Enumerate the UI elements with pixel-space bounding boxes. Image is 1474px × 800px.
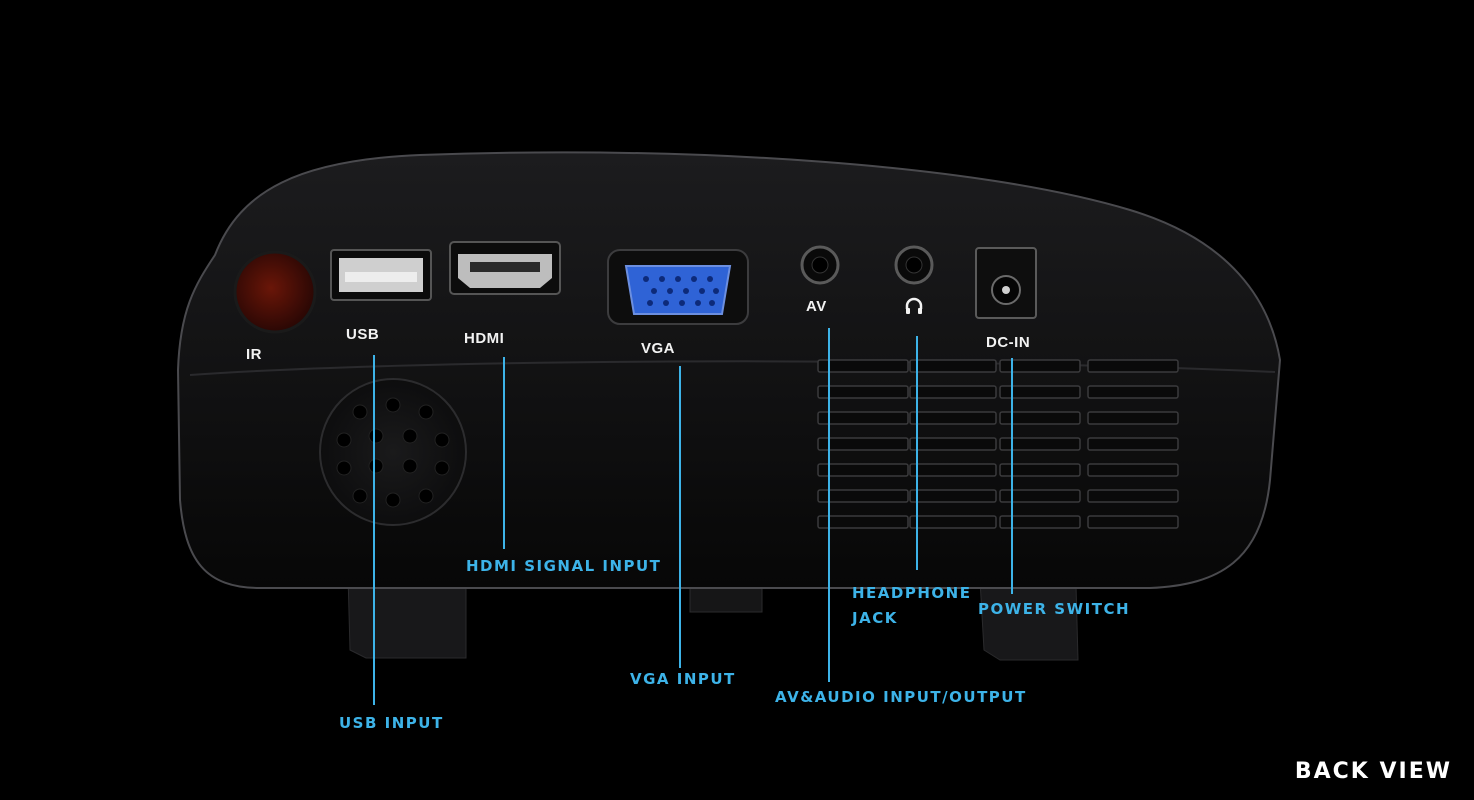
vga-port <box>607 249 749 325</box>
vga-leader-line <box>679 366 681 668</box>
dc-in-leader-line <box>1011 358 1013 594</box>
callout-vga-input: VGA INPUT <box>630 670 736 688</box>
speaker-grille <box>319 378 467 526</box>
dc-in-label: DC-IN <box>986 334 1031 351</box>
hdmi-leader-line <box>503 357 505 549</box>
ir-label: IR <box>246 346 262 363</box>
back-view-label: BACK VIEW <box>1294 759 1452 784</box>
av-label: AV <box>806 298 827 315</box>
callout-power-switch: POWER SWITCH <box>978 600 1131 618</box>
hdmi-label: HDMI <box>464 330 505 347</box>
usb-label: USB <box>346 326 380 343</box>
callout-av-audio: AV&AUDIO INPUT/OUTPUT <box>775 688 1027 706</box>
callout-headphone-jack-line1: HEADPHONE <box>852 584 972 602</box>
usb-port <box>330 249 432 301</box>
vent-slots <box>817 359 1179 529</box>
vga-label: VGA <box>641 340 676 357</box>
usb-leader-line <box>373 355 375 705</box>
av-jack <box>800 245 840 285</box>
callout-usb-input: USB INPUT <box>339 714 444 732</box>
headphone-icon <box>904 296 924 316</box>
hdmi-port <box>449 241 561 295</box>
headphone-leader-line <box>916 336 918 570</box>
callout-hdmi-signal-input: HDMI SIGNAL INPUT <box>466 557 662 575</box>
av-leader-line <box>828 328 830 682</box>
dc-in-port <box>975 247 1037 319</box>
callout-headphone-jack-line2: JACK <box>852 609 898 627</box>
ir-sensor-window <box>233 250 317 334</box>
headphone-jack <box>894 245 934 285</box>
